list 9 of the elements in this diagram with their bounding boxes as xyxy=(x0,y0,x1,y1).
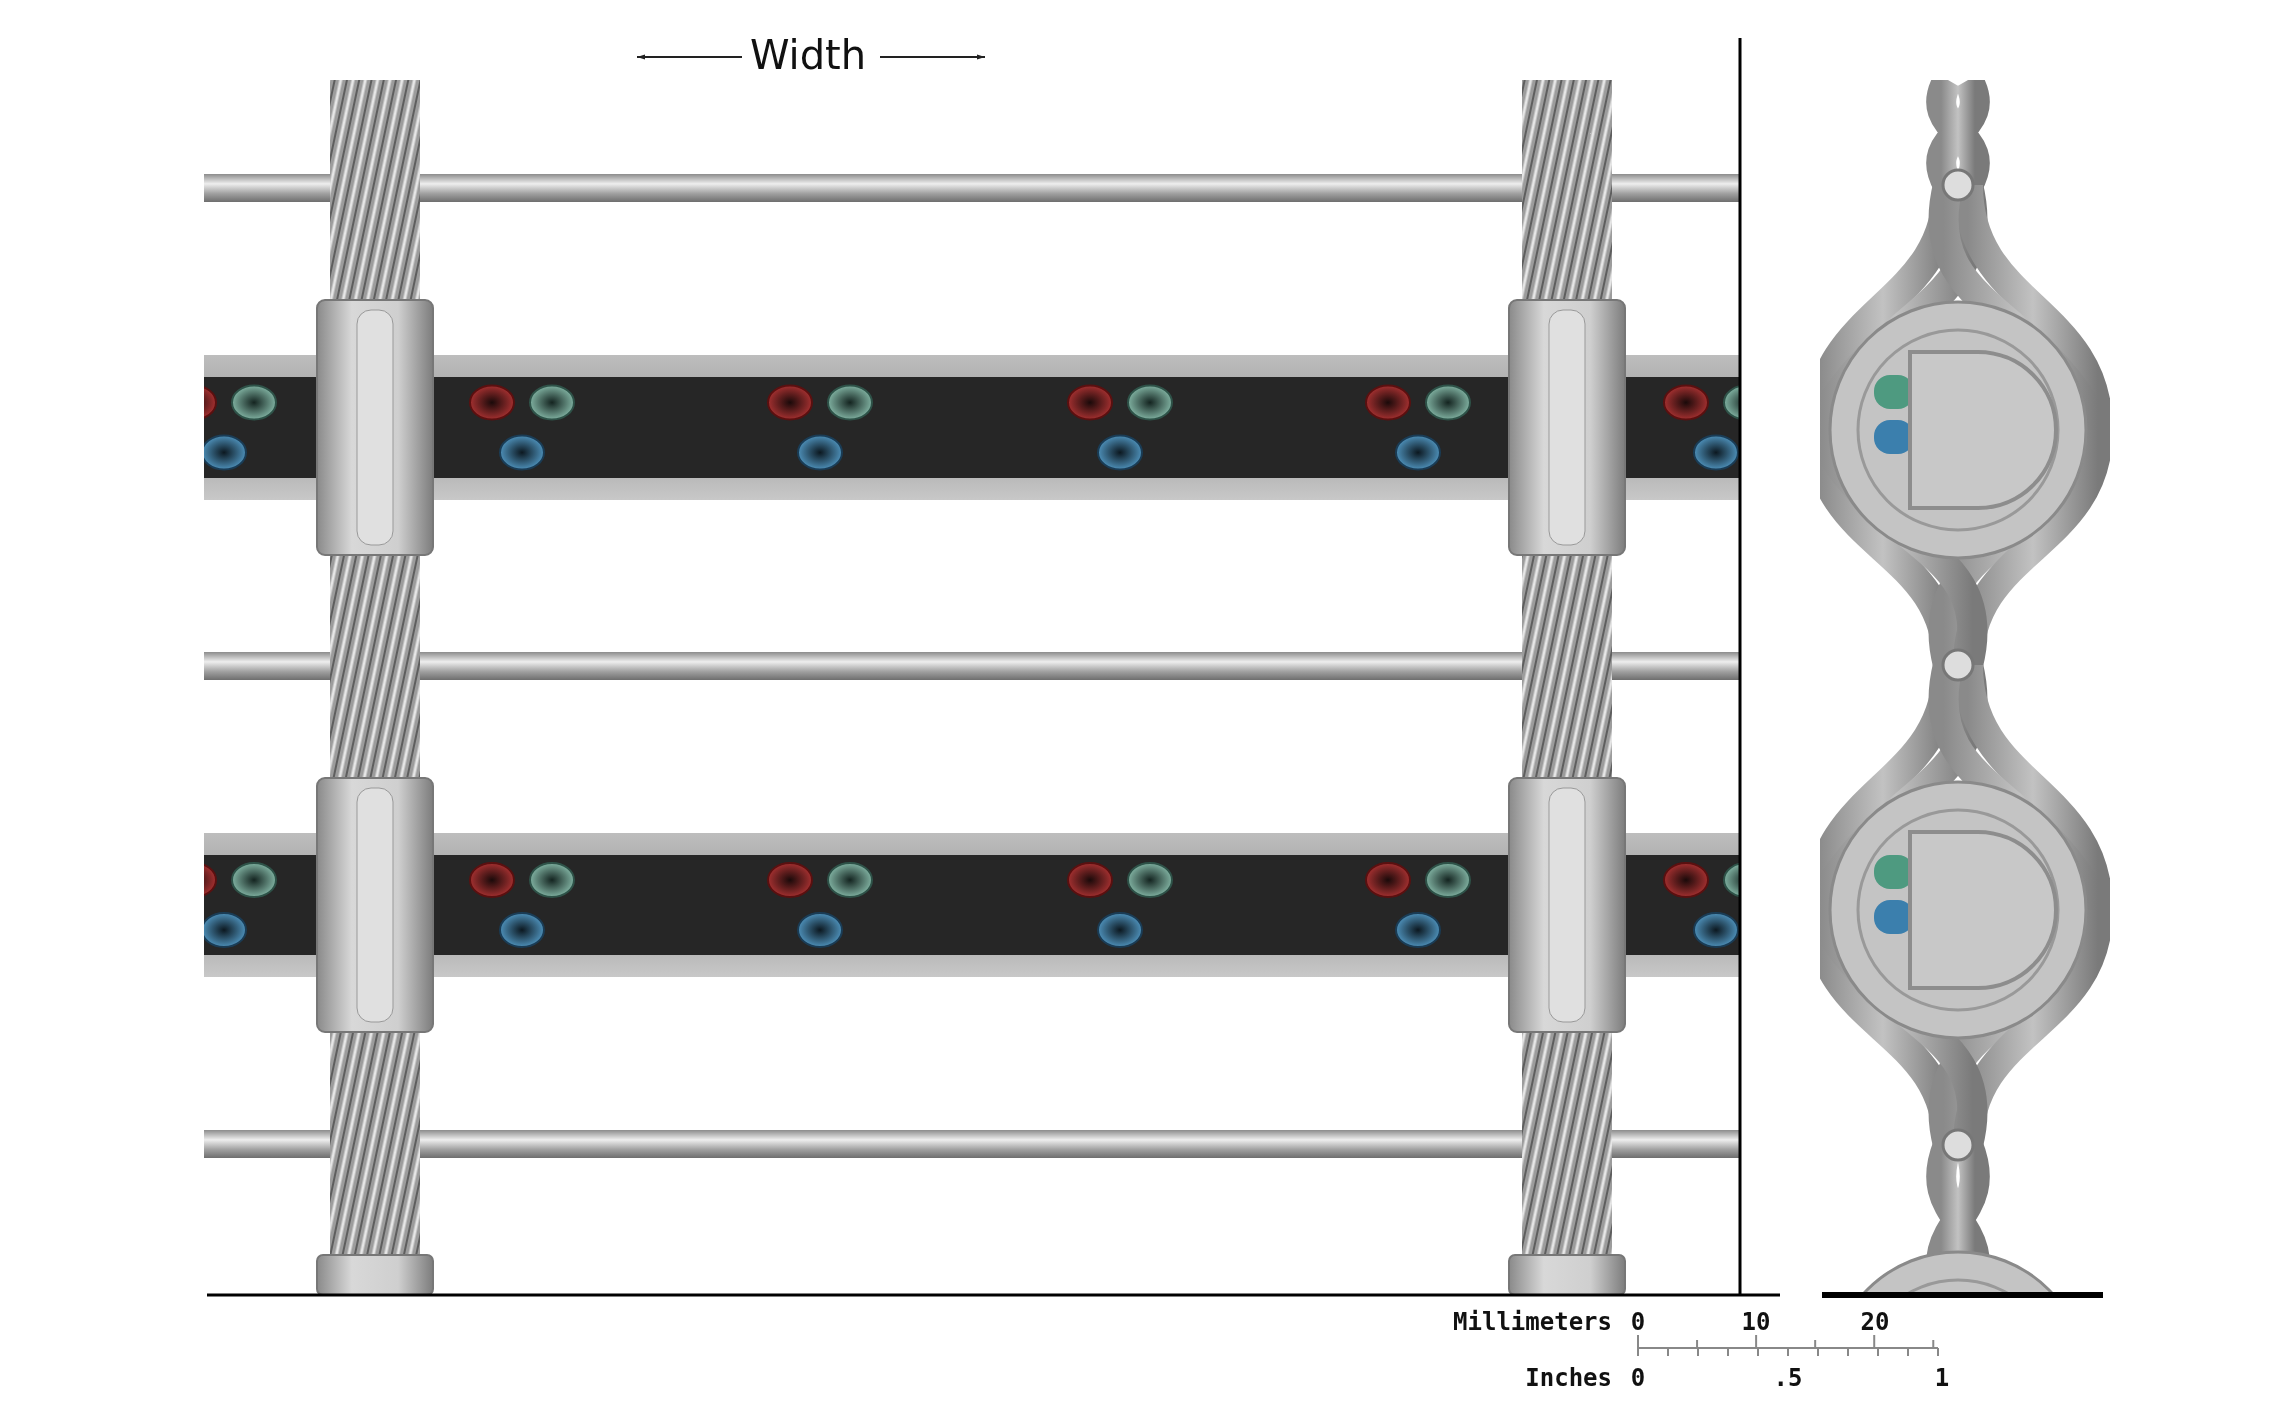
dimension-label: Width xyxy=(749,32,867,78)
scale-tick-label: .5 xyxy=(1773,1364,1803,1392)
scale-unit-label: Millimeters xyxy=(1453,1308,1612,1336)
scale-tick-label: 10 xyxy=(1741,1308,1771,1336)
scale-tick-label: 0 xyxy=(1630,1364,1646,1392)
scale-unit-label: Inches xyxy=(1525,1364,1612,1392)
scale-tick-label: 20 xyxy=(1860,1308,1890,1336)
scale-tick-label: 1 xyxy=(1934,1364,1950,1392)
scale-tick-label: 0 xyxy=(1630,1308,1646,1336)
